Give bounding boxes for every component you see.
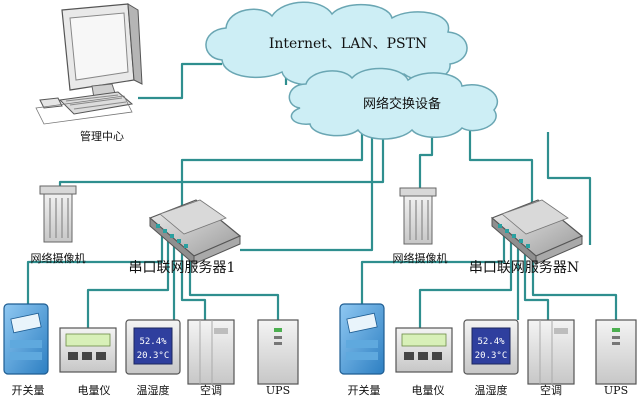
connection-wires (26, 62, 618, 328)
device-ups-right-label: UPS (604, 384, 628, 397)
humidity-left-line1: 52.4% (139, 337, 167, 347)
device-switch-left: 开关量 (3, 303, 49, 397)
humidity-right-line1: 52.4% (477, 337, 505, 347)
management-center-label: 管理中心 (80, 129, 124, 143)
device-aircon-left: 空调 (187, 319, 235, 397)
server-left-label: 串口联网服务器1 (129, 260, 236, 276)
device-aircon-left-label: 空调 (200, 383, 222, 397)
device-ups-left-label: UPS (266, 384, 290, 397)
serial-server-left: 串口联网服务器1 (129, 199, 242, 276)
internet-cloud: Internet、LAN、PSTN (205, 1, 468, 86)
serial-server-right: 串口联网服务器N (469, 199, 584, 276)
camera-left-label: 网络摄像机 (31, 251, 86, 265)
device-aircon-right-label: 空调 (540, 383, 562, 397)
humidity-left-line2: 20.3°C (137, 351, 170, 361)
humidity-right-line2: 20.3°C (475, 351, 508, 361)
cloud-internet-label: Internet、LAN、PSTN (269, 36, 427, 52)
server-right-label: 串口联网服务器N (469, 260, 579, 276)
device-humidity-right: 52.4% 20.3°C 温湿度 (463, 319, 519, 397)
device-aircon-right: 空调 (527, 319, 575, 397)
device-switch-right-label: 开关量 (348, 383, 381, 397)
switch-cloud: 网络交换设备 (288, 67, 499, 140)
device-meter-right-label: 电量仪 (412, 384, 445, 397)
camera-right: 网络摄像机 (393, 187, 448, 265)
device-humidity-left: 52.4% 20.3°C 温湿度 (125, 319, 181, 397)
camera-right-label: 网络摄像机 (393, 251, 448, 265)
device-meter-left: 电量仪 (59, 327, 117, 397)
camera-left: 网络摄像机 (31, 185, 86, 265)
device-ups-right: UPS (595, 319, 637, 397)
cloud-switch-label: 网络交换设备 (363, 96, 441, 112)
device-meter-right: 电量仪 (395, 327, 453, 397)
device-humidity-left-label: 温湿度 (137, 383, 170, 397)
device-switch-right: 开关量 (339, 303, 385, 397)
device-humidity-right-label: 温湿度 (475, 383, 508, 397)
device-meter-left-label: 电量仪 (78, 384, 111, 397)
device-switch-left-label: 开关量 (12, 383, 45, 397)
device-ups-left: UPS (257, 319, 299, 397)
management-pc: 管理中心 (35, 3, 143, 143)
